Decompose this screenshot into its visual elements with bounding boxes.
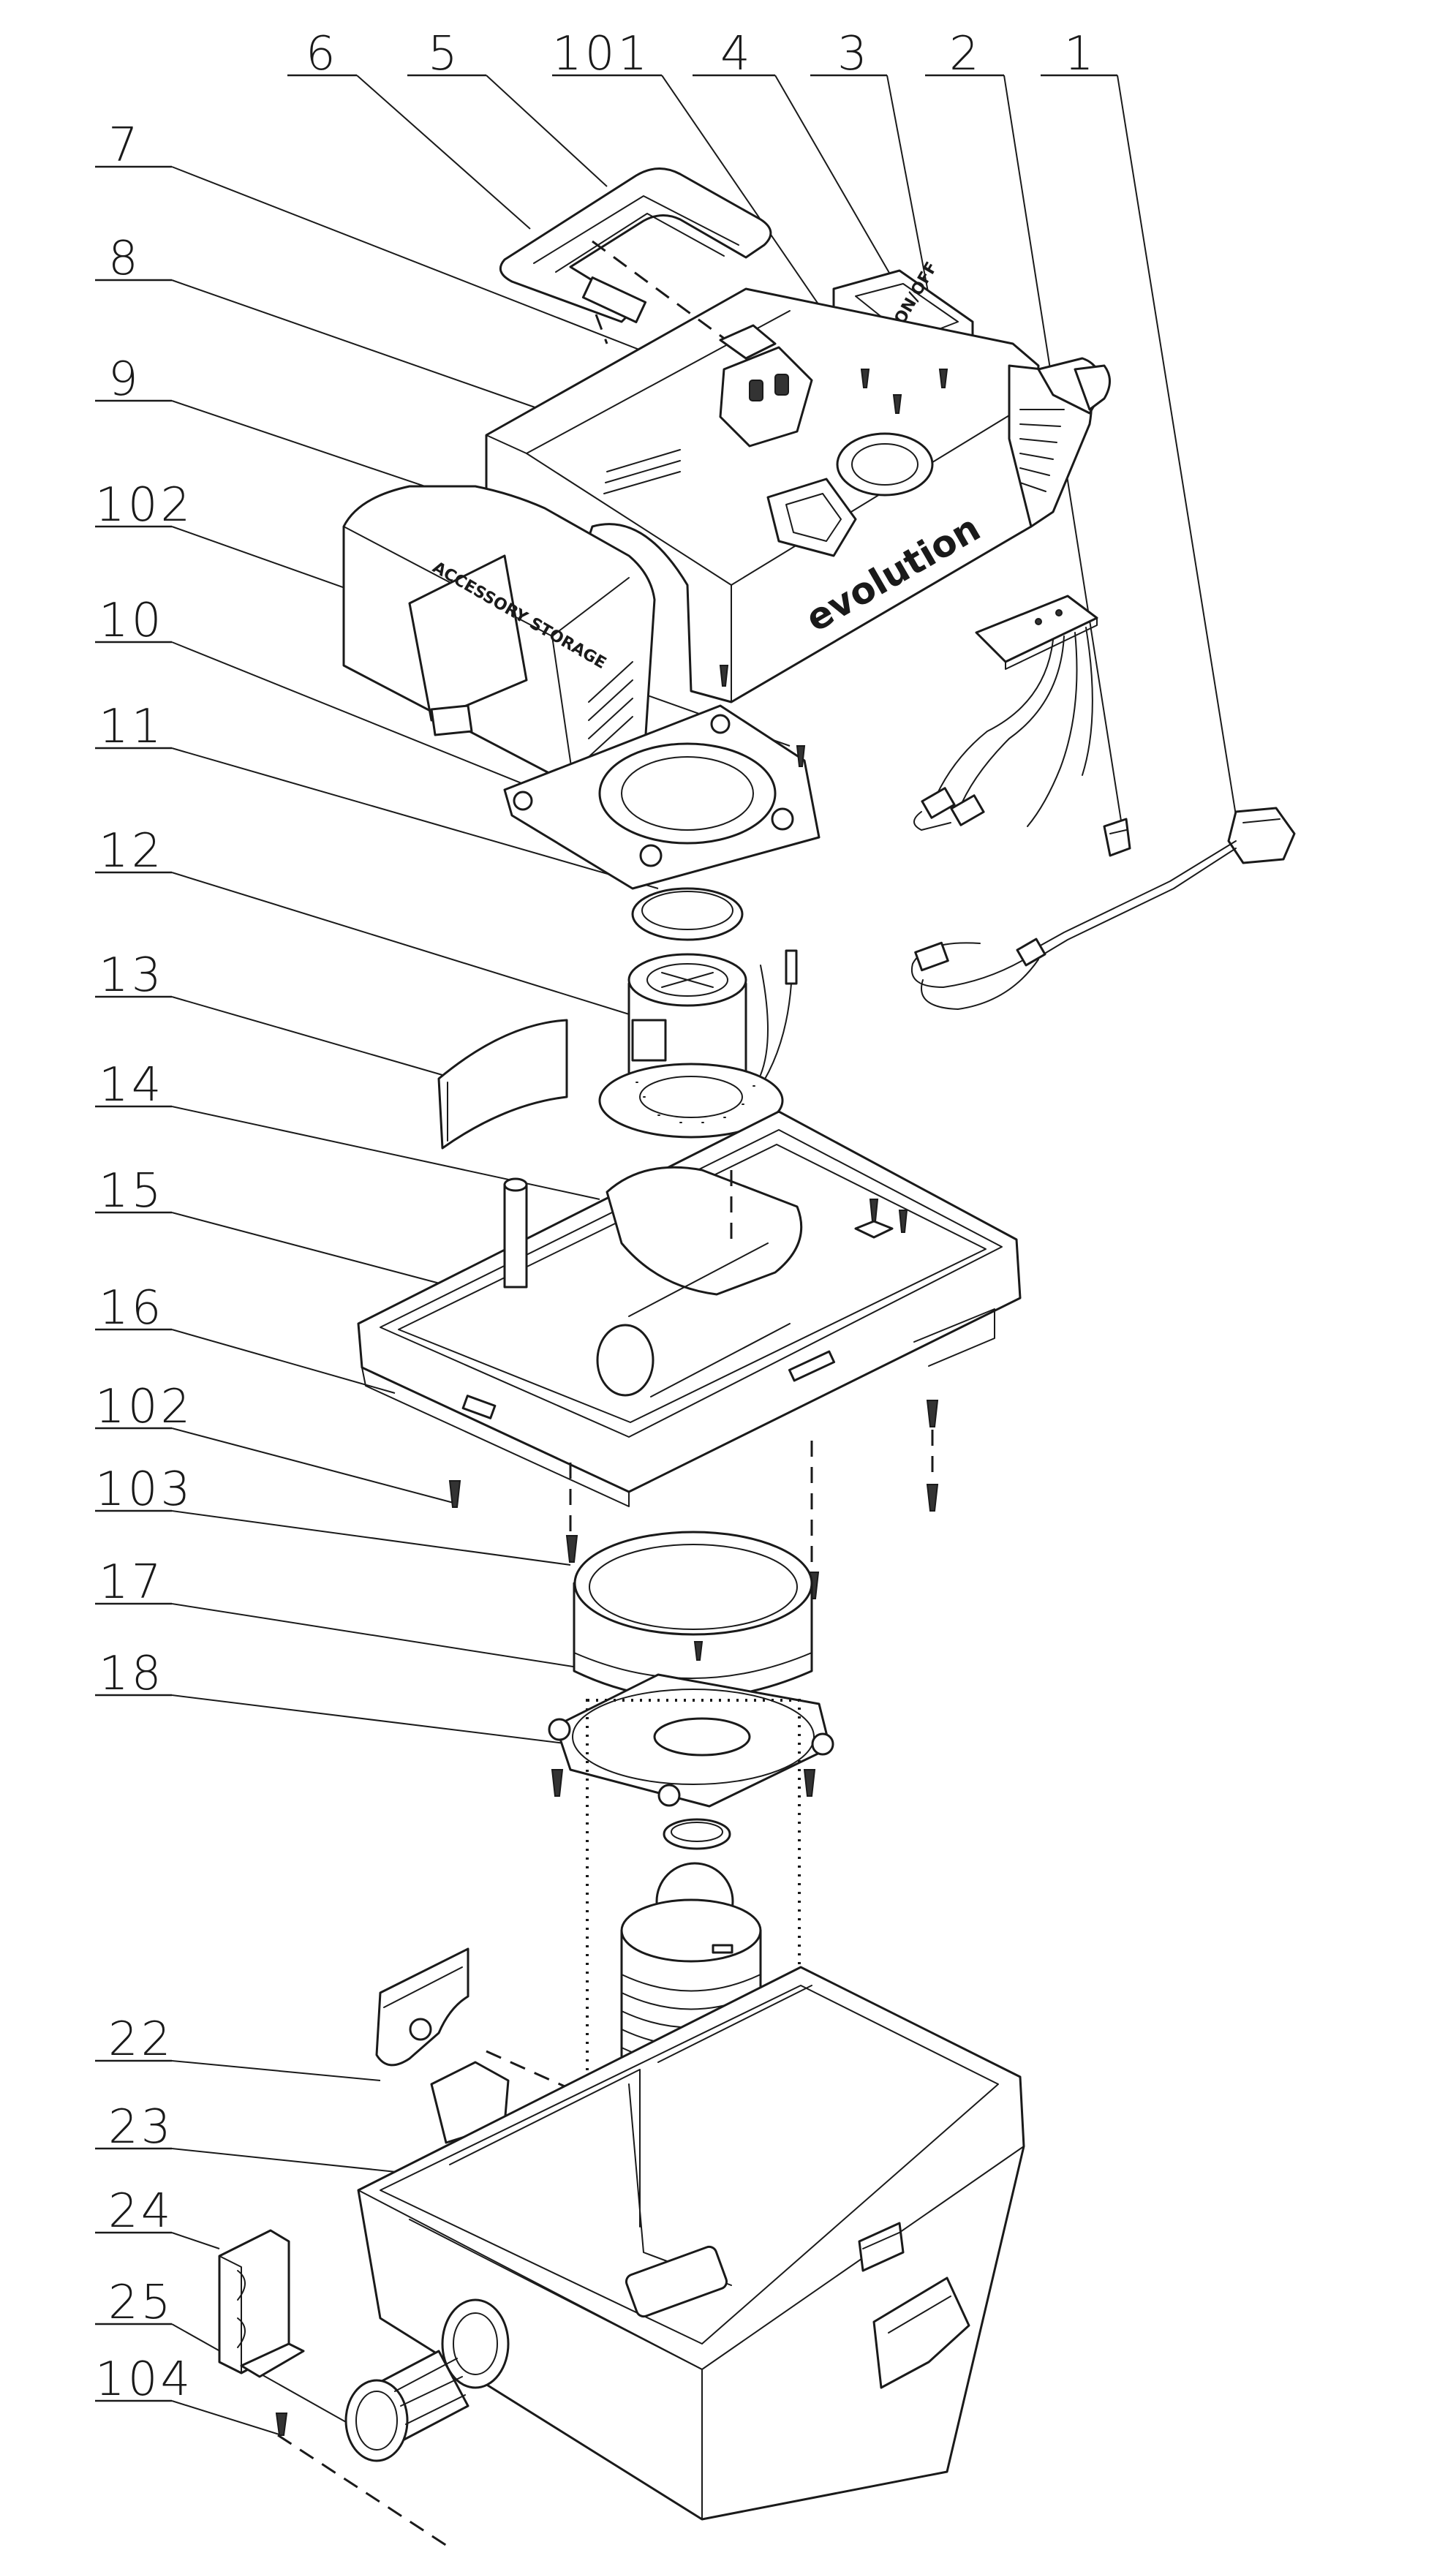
float-ring-part (573, 1531, 813, 1700)
part-label-25: 25 (95, 2276, 370, 2436)
power-cord-part (910, 807, 1296, 1010)
filter-panel-part (437, 1019, 568, 1150)
part-label-15: 15 (95, 1164, 454, 1288)
part-label-17: 17 (95, 1555, 578, 1668)
part-number-15: 15 (99, 1164, 164, 1218)
leader-line (171, 2323, 370, 2436)
leader-line (171, 1694, 571, 1745)
latch-part (375, 1947, 469, 2067)
part-number-12: 12 (99, 824, 164, 878)
motor-part (598, 949, 798, 1139)
part-label-10: 10 (95, 594, 575, 805)
part-number-7: 7 (108, 118, 141, 173)
part-number-4: 4 (720, 27, 753, 81)
part-number-2: 2 (949, 27, 982, 81)
upper-housing-part: evolution (485, 287, 1111, 703)
part-label-22: 22 (95, 2013, 381, 2081)
leader-line (171, 1106, 600, 1200)
part-number-102: 102 (95, 478, 193, 532)
storage-lid-part: ACCESSORY STORAGE (342, 485, 656, 788)
part-number-102: 102 (95, 1380, 193, 1434)
part-label-13: 13 (95, 948, 443, 1076)
part-number-9: 9 (108, 352, 141, 407)
leader-line (171, 2400, 282, 2436)
part-number-18: 18 (99, 1647, 164, 1701)
part-label-102-lower: 102 (95, 1380, 454, 1504)
motor-mount-plate-part (503, 665, 821, 890)
part-label-9: 9 (95, 352, 480, 505)
part-number-13: 13 (99, 948, 164, 1003)
left-part-labels: 7 8 9 102 10 11 12 (95, 118, 791, 2436)
leader-line (1117, 75, 1237, 816)
leader-line (171, 1329, 396, 1394)
leader-line (171, 2148, 432, 2176)
part-number-16: 16 (99, 1281, 164, 1335)
part-number-22: 22 (108, 2013, 173, 2067)
hose-adapter-part (344, 2350, 469, 2462)
switch-pcb-part (913, 595, 1098, 831)
part-label-8: 8 (95, 232, 542, 410)
middle-housing-part (357, 1110, 1022, 1507)
leader-line (171, 2060, 381, 2081)
leader-line (171, 1427, 454, 1504)
part-number-25: 25 (108, 2276, 173, 2330)
part-label-14: 14 (95, 1058, 600, 1200)
mount-flange-part (548, 1673, 834, 1808)
leader-line (171, 996, 443, 1076)
part-number-10: 10 (99, 594, 164, 648)
leader-line (171, 1212, 454, 1288)
leader-line (171, 279, 542, 410)
leader-line (171, 1510, 571, 1566)
part-number-103: 103 (95, 1463, 193, 1517)
part-label-12: 12 (95, 824, 637, 1017)
carry-handle-part (499, 167, 772, 323)
part-label-23: 23 (95, 2100, 432, 2176)
wall-bracket-part (218, 2229, 305, 2378)
part-label-5: 5 (407, 27, 608, 187)
part-label-24: 24 (95, 2184, 220, 2249)
leader-line (356, 75, 531, 230)
leader-line (171, 2232, 220, 2249)
part-number-5: 5 (428, 27, 461, 81)
part-label-6: 6 (287, 27, 531, 230)
part-number-101: 101 (552, 27, 650, 81)
seal-ring-part (631, 887, 744, 941)
leader-line (171, 1603, 578, 1668)
leader-line (486, 75, 608, 187)
cord-wrap-part (719, 324, 777, 360)
leader-line (171, 872, 637, 1017)
part-number-14: 14 (99, 1058, 164, 1112)
drum-tank-part (357, 1966, 1025, 2521)
leader-line (171, 641, 575, 805)
part-label-18: 18 (95, 1647, 571, 1745)
part-label-11: 11 (95, 700, 659, 889)
leader-line (171, 747, 659, 889)
housing-screws (448, 1400, 939, 1797)
part-label-104: 104 (95, 2353, 282, 2436)
latch-clip-part (430, 2061, 510, 2144)
part-number-3: 3 (837, 27, 870, 81)
part-label-4: 4 (693, 27, 893, 279)
part-label-103: 103 (95, 1463, 571, 1566)
part-number-8: 8 (108, 232, 141, 286)
part-number-1: 1 (1064, 27, 1097, 81)
part-number-23: 23 (108, 2100, 173, 2154)
part-number-24: 24 (108, 2184, 173, 2238)
part-label-1: 1 (1041, 27, 1237, 816)
part-number-104: 104 (95, 2353, 193, 2407)
leader-line (774, 75, 893, 279)
part-number-6: 6 (306, 27, 339, 81)
part-number-17: 17 (99, 1555, 164, 1610)
top-part-labels: 6 5 101 4 3 2 1 (287, 27, 1237, 831)
cable-clamp-part (1103, 818, 1131, 857)
bracket-screw-part (275, 2413, 288, 2436)
part-number-11: 11 (99, 700, 164, 754)
part-label-16: 16 (95, 1281, 396, 1394)
